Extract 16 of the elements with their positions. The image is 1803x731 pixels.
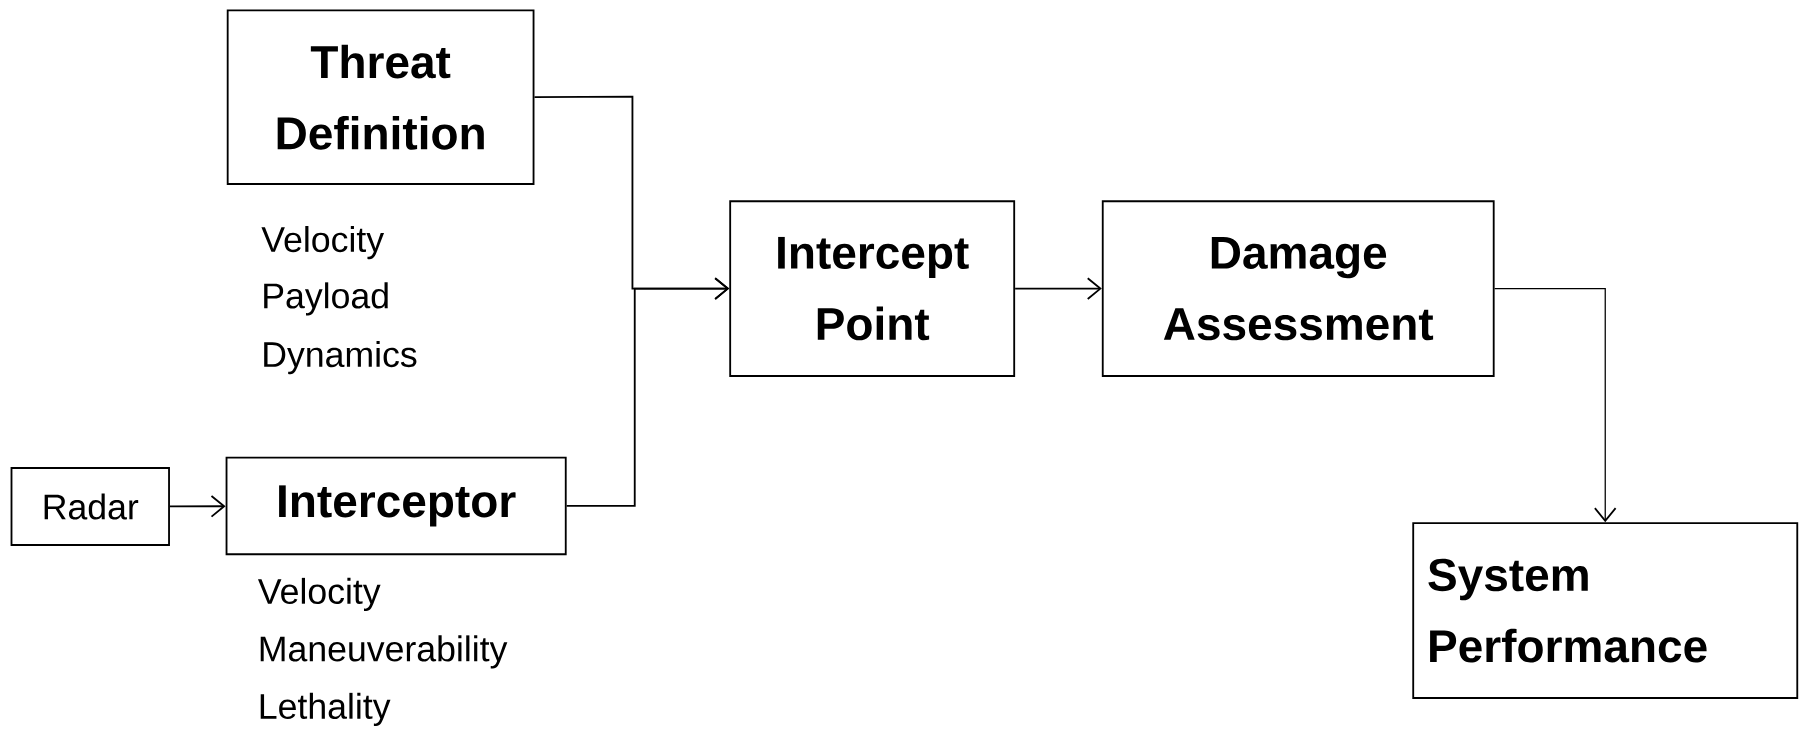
process-box: Intercept Point [729, 200, 1016, 377]
arrow [565, 277, 730, 507]
attribute-text: Dynamics [264, 340, 417, 375]
attribute-text: Payload [264, 282, 388, 316]
process-box: Damage Assessment [1101, 200, 1495, 377]
process-box: Threat Definition [226, 9, 535, 185]
attribute-text: Maneuverability [260, 635, 508, 669]
process-box: Interceptor [225, 456, 567, 555]
arrow [1014, 277, 1102, 300]
arrow [1494, 287, 1617, 523]
attribute-text: Lethality [260, 692, 391, 726]
attribute-text: Velocity [257, 577, 381, 611]
arrow [169, 494, 226, 518]
process-box: System Performance [1412, 522, 1799, 699]
attribute-text: Velocity [261, 225, 385, 260]
process-box: Radar [10, 466, 170, 546]
